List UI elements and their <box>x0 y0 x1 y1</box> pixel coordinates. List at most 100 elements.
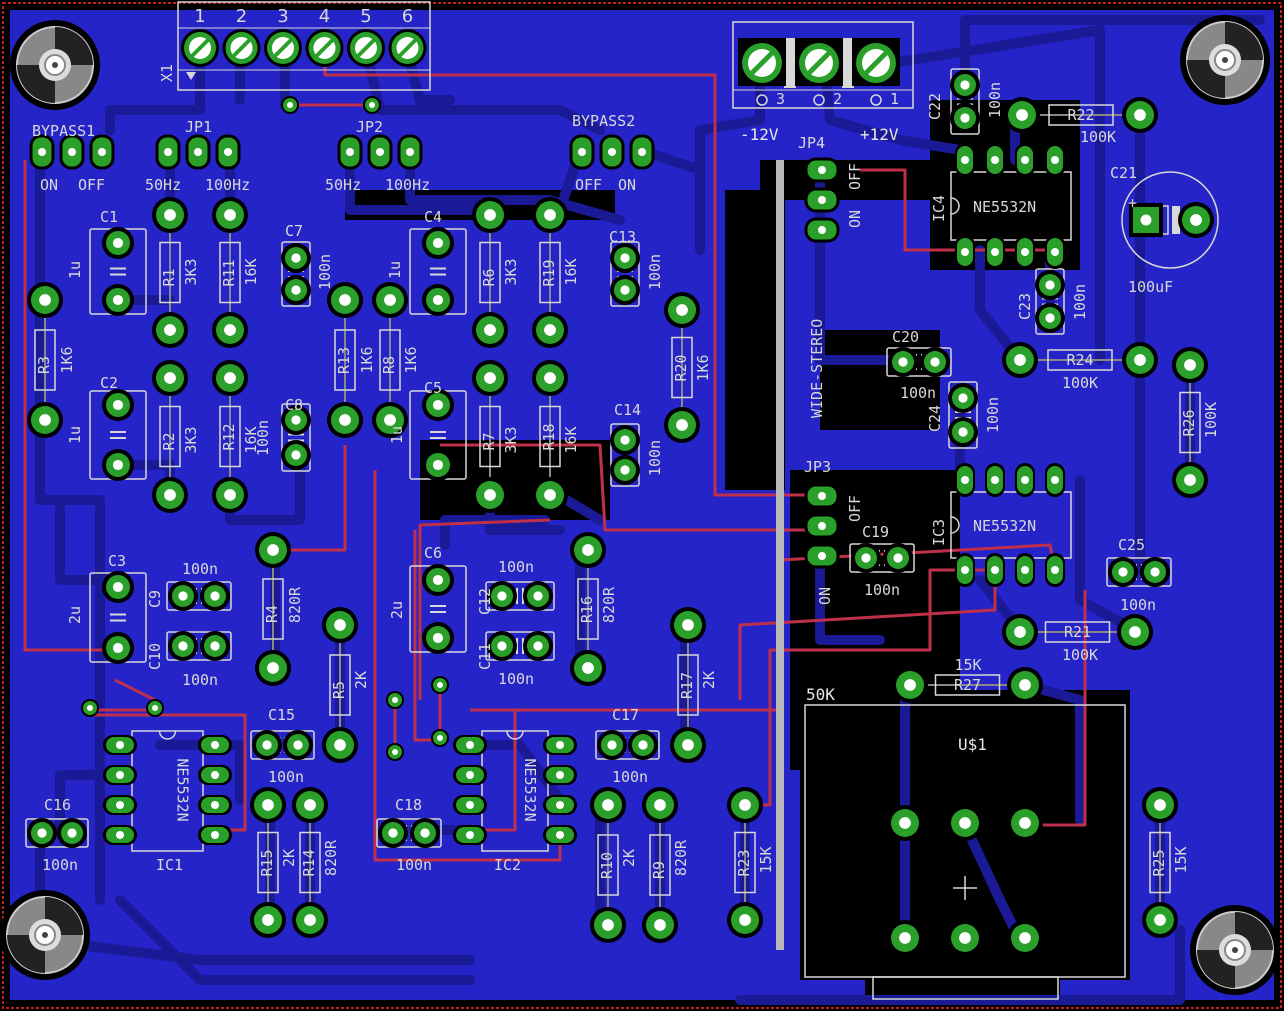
resistor-pad <box>1122 97 1158 133</box>
resistor-pad <box>472 197 508 233</box>
via <box>281 96 299 114</box>
pad <box>1015 235 1035 269</box>
ic-name: IC2 <box>494 856 521 874</box>
resistor-pad <box>532 197 568 233</box>
screw-terminal <box>264 29 302 67</box>
capacitor-pad <box>281 440 311 470</box>
resistor-name: R11 <box>220 259 238 286</box>
resistor-pad <box>1004 97 1040 133</box>
capacitor-name: C24 <box>926 405 944 432</box>
resistor-r19 <box>539 215 561 330</box>
capacitor-pad <box>610 425 640 455</box>
resistor-value: 1K6 <box>358 346 376 373</box>
resistor-name: R12 <box>220 423 238 450</box>
capacitor-name: C20 <box>892 328 919 346</box>
resistor-r27 <box>910 674 1025 696</box>
capacitor-value: 2u <box>66 606 84 624</box>
connector-x1 <box>177 1 431 91</box>
jumper-pin <box>804 187 840 213</box>
capacitor-pad <box>422 449 454 481</box>
jumper-pin <box>89 134 115 170</box>
screw-terminal <box>305 29 344 67</box>
pad <box>955 553 975 587</box>
resistor-r15 <box>257 805 279 920</box>
ic-pin <box>543 735 577 755</box>
resistor-r9 <box>649 805 671 925</box>
capacitor-name: C7 <box>285 222 303 240</box>
ic-ic3 <box>950 491 1072 559</box>
resistor-r7 <box>479 378 501 495</box>
ic-part: NE5532N <box>521 758 539 821</box>
resistor-pad <box>27 282 63 318</box>
screw-terminal <box>347 29 385 67</box>
capacitor-pad <box>102 284 134 316</box>
capacitor-value: 100n <box>396 856 432 874</box>
resistor-name: R17 <box>678 672 696 699</box>
resistor-name: R13 <box>335 347 353 374</box>
jumper-pin <box>629 134 655 170</box>
capacitor-name: C18 <box>395 796 422 814</box>
resistor-pad <box>570 650 606 686</box>
resistor-pad <box>152 360 188 396</box>
capacitor-pad <box>1108 557 1138 587</box>
pad <box>985 143 1005 177</box>
jumper-option: 50Hz <box>145 176 181 194</box>
capacitor-pad <box>102 227 134 259</box>
pad <box>985 553 1005 587</box>
resistor-r11 <box>219 215 241 330</box>
capacitor-pad <box>422 389 454 421</box>
capacitor-name: C6 <box>424 544 442 562</box>
resistor-pad <box>892 667 928 703</box>
capacitor-name: C14 <box>614 401 641 419</box>
jumper-pin <box>397 134 423 170</box>
power-label: +12V <box>860 125 899 144</box>
resistor-name: R18 <box>540 423 558 450</box>
jumper-option: OFF <box>846 163 864 190</box>
jumper-option: ON <box>40 176 58 194</box>
resistor-name: R15 <box>258 849 276 876</box>
via <box>363 96 381 114</box>
capacitor-value: 1u <box>386 261 404 279</box>
power-label: -12V <box>740 125 779 144</box>
jumper-pin <box>804 217 840 243</box>
resistor-value: 1K6 <box>402 346 420 373</box>
resistor-name: R1 <box>160 268 178 286</box>
connector-name: X1 <box>158 64 176 82</box>
resistor-value: 100K <box>1080 128 1116 146</box>
capacitor-pad <box>523 581 553 611</box>
resistor-value: 3K3 <box>182 426 200 453</box>
ic-pin <box>543 765 577 785</box>
capacitor-value: 1u <box>66 426 84 444</box>
resistor-name: R20 <box>672 354 690 381</box>
capacitor-name: C23 <box>1016 293 1034 320</box>
ic-pin <box>198 765 232 785</box>
pad <box>985 463 1005 497</box>
resistor-r8 <box>379 300 401 420</box>
resistor-pad <box>590 907 626 943</box>
jumper-pin <box>804 513 840 539</box>
connector-pin-number: 3 <box>277 6 288 27</box>
resistor-r6 <box>479 215 501 330</box>
capacitor-value: 100n <box>182 671 218 689</box>
resistor-pad <box>727 787 763 823</box>
capacitor-value: 100n <box>254 420 272 456</box>
resistor-pad <box>472 360 508 396</box>
ic-pin <box>198 795 232 815</box>
capacitor-pad <box>1178 202 1214 238</box>
mounting-hole <box>10 20 100 110</box>
capacitor-pad <box>610 243 640 273</box>
capacitor-pad <box>422 284 454 316</box>
potentiometer-pad <box>1007 805 1043 841</box>
capacitor-pad <box>1140 557 1170 587</box>
capacitor-pad <box>281 243 311 273</box>
capacitor-name: C8 <box>285 396 303 414</box>
jumper-option: ON <box>846 210 864 228</box>
resistor-r21 <box>1020 621 1135 643</box>
resistor-pad <box>532 360 568 396</box>
capacitor-pad <box>102 389 134 421</box>
capacitor-name: C13 <box>609 228 636 246</box>
capacitor-name: C15 <box>268 706 295 724</box>
capacitor-pad <box>610 455 640 485</box>
